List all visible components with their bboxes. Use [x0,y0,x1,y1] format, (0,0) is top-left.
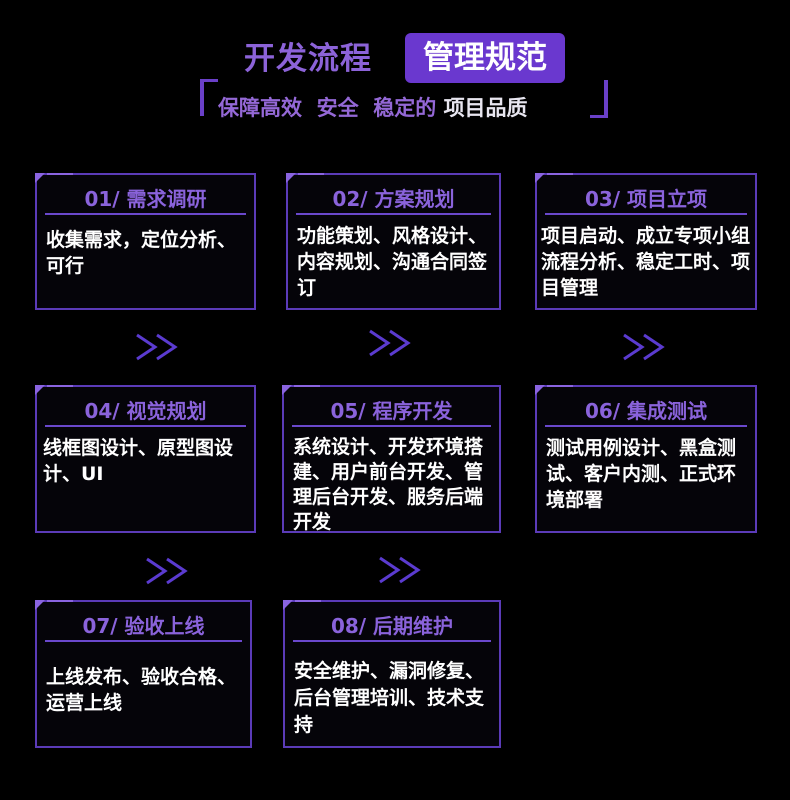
step-card-06: 06/ 集成测试 测试用例设计、黑盒测试、客户内测、正式环境部署 [535,385,757,533]
subtitle-text: 保障高效 安全 稳定的 [218,96,444,120]
subtitle-highlight: 项目品质 [443,96,528,120]
header-title: 开发流程 [244,41,372,77]
step-card-01: 01/ 需求调研 收集需求，定位分析、可行 [35,173,256,310]
step-card-07: 07/ 验收上线 上线发布、验收合格、运营上线 [35,600,252,748]
step-title: 07/ 验收上线 [82,614,205,638]
double-chevron-right-icon [145,556,191,586]
step-description: 上线发布、验收合格、运营上线 [46,666,237,714]
step-card-08: 08/ 后期维护 安全维护、漏洞修复、后台管理培训、技术支持 [283,600,501,748]
step-divider [545,213,747,215]
step-card-03: 03/ 项目立项 项目启动、成立专项小组流程分析、稳定工时、项目管理 [535,173,757,310]
step-description: 收集需求，定位分析、可行 [46,229,237,277]
step-divider [45,640,242,642]
header-bracket [200,79,608,118]
step-divider [292,425,491,427]
step-divider [293,640,491,642]
header-pill: 管理规范 [405,33,565,83]
step-title: 05/ 程序开发 [330,399,453,423]
step-description: 功能策划、风格设计、内容规划、沟通合同签订 [297,225,488,299]
header-subtitle: 保障高效 安全 稳定的 项目品质 [218,92,528,122]
step-description: 线框图设计、原型图设计、UI [43,437,234,485]
step-divider [45,213,246,215]
step-card-05: 05/ 程序开发 系统设计、开发环境搭建、用户前台开发、管理后台开发、服务后端开… [282,385,501,533]
step-title: 01/ 需求调研 [84,187,207,211]
step-divider [545,425,747,427]
step-card-04: 04/ 视觉规划 线框图设计、原型图设计、UI [35,385,256,533]
double-chevron-right-icon [368,328,414,358]
step-title: 06/ 集成测试 [584,399,708,423]
step-description: 测试用例设计、黑盒测试、客户内测、正式环境部署 [546,437,737,511]
double-chevron-right-icon [135,332,181,362]
step-title: 02/ 方案规划 [332,187,455,211]
step-divider [45,425,246,427]
step-title: 08/ 后期维护 [330,614,454,638]
step-description: 系统设计、开发环境搭建、用户前台开发、管理后台开发、服务后端开发 [293,436,484,533]
step-card-02: 02/ 方案规划 功能策划、风格设计、内容规划、沟通合同签订 [286,173,501,310]
step-title: 03/ 项目立项 [584,187,708,211]
step-title: 04/ 视觉规划 [84,399,207,423]
step-description: 安全维护、漏洞修复、后台管理培训、技术支持 [294,660,485,736]
step-description: 项目启动、成立专项小组流程分析、稳定工时、项目管理 [541,225,751,299]
double-chevron-right-icon [622,332,668,362]
double-chevron-right-icon [378,555,424,585]
step-divider [296,213,491,215]
